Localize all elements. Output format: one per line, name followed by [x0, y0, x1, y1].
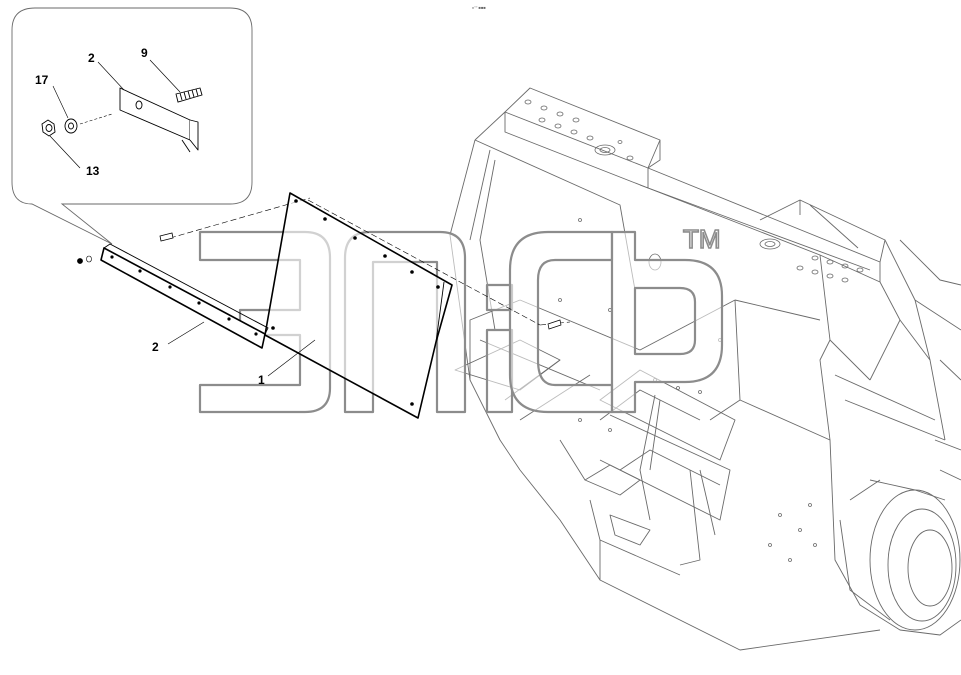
watermark-trademark: TM [683, 224, 721, 254]
frame-bolt [547, 319, 562, 330]
strip-part-2 [100, 243, 269, 349]
detail-bracket-part-2 [119, 87, 199, 153]
callout-main-1: 1 [258, 373, 265, 387]
detail-washer-part-17 [64, 118, 78, 134]
callout-detail-2: 2 [88, 51, 95, 65]
main-bolt [159, 232, 174, 242]
detail-bolt-part-9 [175, 87, 203, 103]
main-nut [77, 255, 92, 264]
callout-main-2: 2 [152, 340, 159, 354]
panel-part-1 [264, 192, 453, 419]
header-tiny-label: n°° ■■■ [472, 5, 486, 10]
callout-detail-17: 17 [35, 73, 49, 87]
detail-inset: 2 9 17 13 [11, 7, 253, 245]
detail-nut-part-13 [41, 119, 56, 137]
assembly-axis [169, 197, 571, 326]
callout-detail-9: 9 [141, 46, 148, 60]
callout-detail-13: 13 [86, 164, 100, 178]
